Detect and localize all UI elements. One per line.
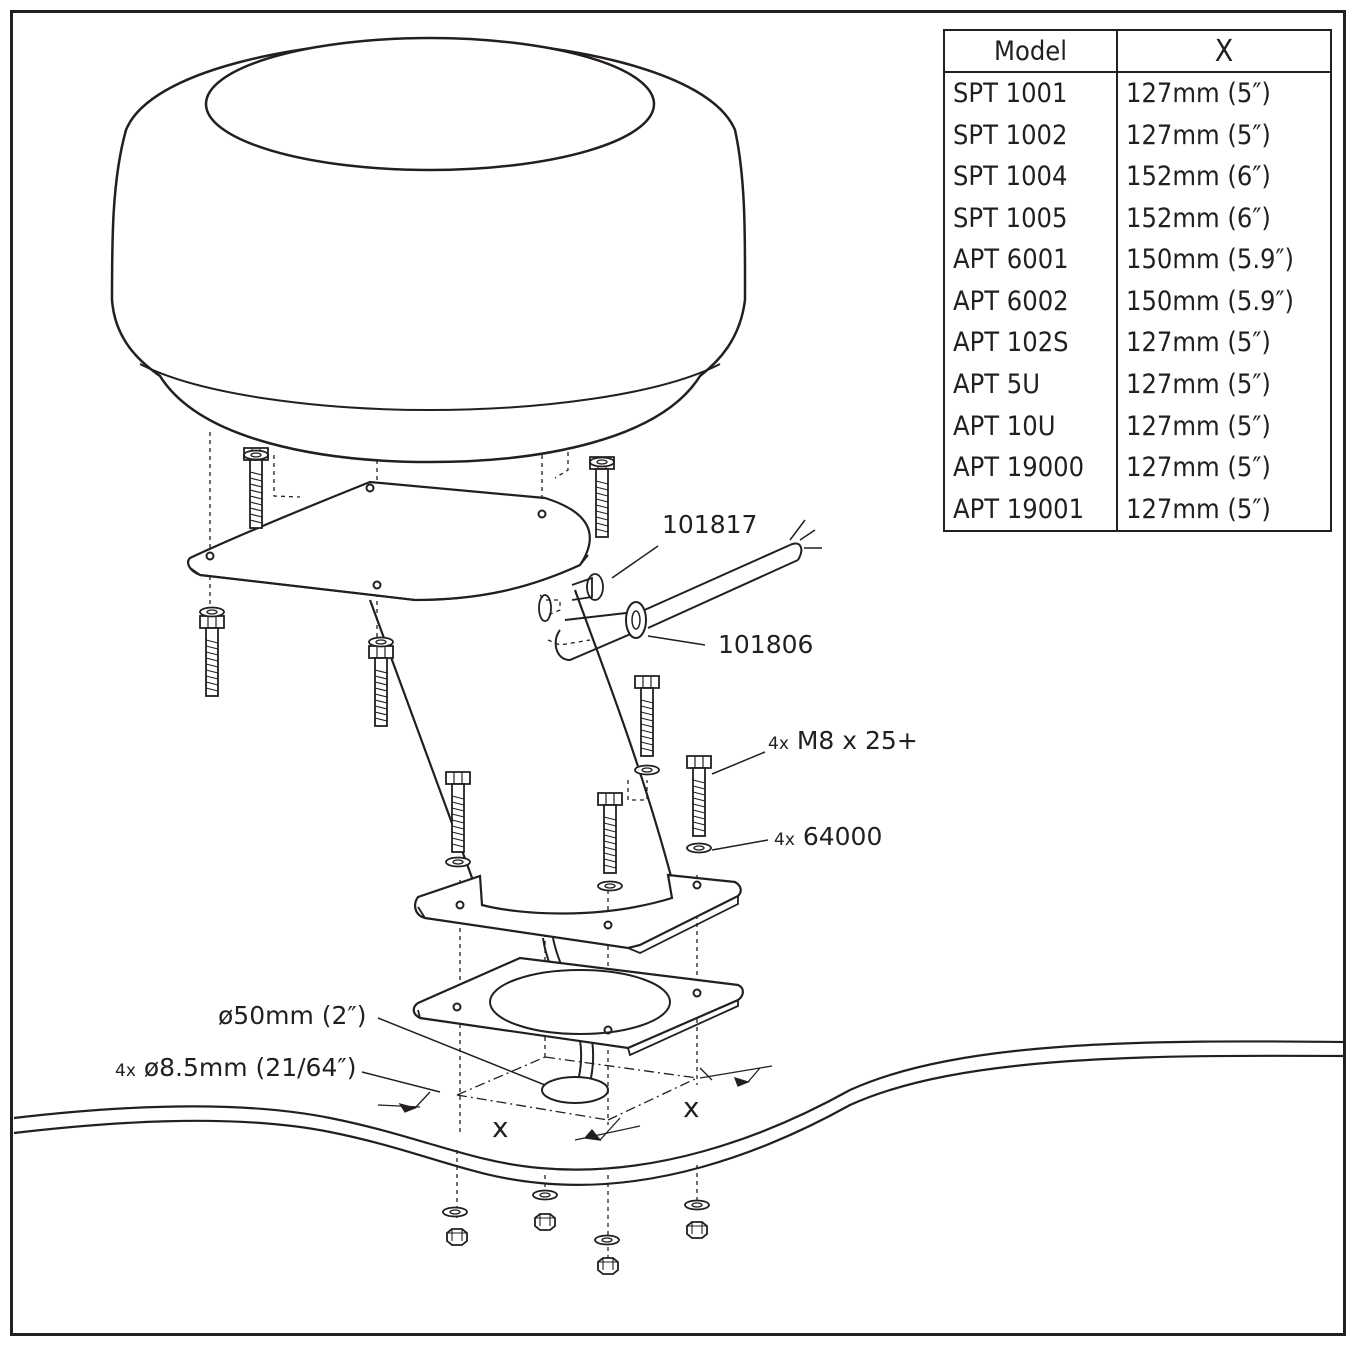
model-cell: APT 6002	[944, 280, 1118, 323]
x-cell: 127mm (5″)	[1126, 119, 1271, 151]
base-plate-icon	[414, 873, 742, 954]
diagram-frame	[10, 10, 1346, 1336]
gasket-icon	[412, 956, 744, 1057]
model-cell: APT 19001	[944, 488, 1118, 531]
screw-hole-diameter: ø8.5mm (21/64″)	[143, 1053, 357, 1082]
bolt-spec: M8 x 25+	[796, 726, 918, 755]
antenna-cable-icon	[554, 519, 822, 662]
model-cell: APT 19000	[944, 446, 1118, 489]
model-cell: APT 10U	[944, 405, 1118, 447]
model-cell: SPT 1001	[944, 72, 1118, 115]
x-cell: 150mm (5.9″)	[1126, 285, 1295, 317]
column-header-model: Model	[944, 30, 1118, 73]
x-cell: 127mm (5″)	[1126, 327, 1271, 359]
part-number-101817: 101817	[662, 510, 758, 539]
radome-icon	[110, 36, 747, 464]
mounting-pedestal-icon	[368, 589, 674, 917]
table-header-row: Model X	[944, 30, 1331, 73]
dimension-x-left: x	[492, 1111, 509, 1144]
dimension-x-right: x	[683, 1091, 700, 1124]
dimension-lines	[377, 1056, 773, 1141]
cable-hole-diameter: ø50mm (2″)	[218, 1001, 367, 1030]
leader-lines	[361, 545, 769, 1093]
x-cell: 127mm (5″)	[1126, 493, 1271, 525]
model-cell: SPT 1002	[944, 114, 1118, 157]
model-cell: SPT 1005	[944, 197, 1118, 240]
screw-hole-qty: 4x	[115, 1061, 136, 1081]
model-cell: APT 6001	[944, 239, 1118, 281]
x-cell: 152mm (6″)	[1126, 202, 1271, 234]
x-cell: 127mm (5″)	[1126, 369, 1271, 401]
x-cell: 152mm (6″)	[1126, 161, 1271, 193]
column-header-x: X	[1117, 30, 1331, 73]
x-cell: 127mm (5″)	[1126, 78, 1271, 110]
bolt-qty: 4x	[768, 734, 789, 754]
x-cell: 150mm (5.9″)	[1126, 244, 1295, 276]
grommet-icon	[625, 601, 647, 639]
bolt-callout: 4x M8 x 25+	[768, 728, 918, 753]
washer-part-number: 64000	[802, 822, 883, 851]
model-cell: APT 102S	[944, 322, 1118, 364]
part-number-101806: 101806	[718, 630, 814, 659]
washer-callout: 4x 64000	[774, 824, 882, 849]
upper-flange-icon	[187, 480, 591, 602]
hex-nut-icon	[446, 1213, 708, 1275]
screw-hole-callout: 4x ø8.5mm (21/64″)	[115, 1055, 356, 1080]
washer-qty: 4x	[774, 830, 795, 850]
cable-gland-icon	[538, 573, 604, 622]
model-cell: APT 5U	[944, 363, 1118, 406]
mounting-surface-icon	[13, 1040, 1347, 1186]
x-cell: 127mm (5″)	[1126, 410, 1271, 442]
model-cell: SPT 1004	[944, 156, 1118, 198]
x-cell: 127mm (5″)	[1126, 452, 1271, 484]
